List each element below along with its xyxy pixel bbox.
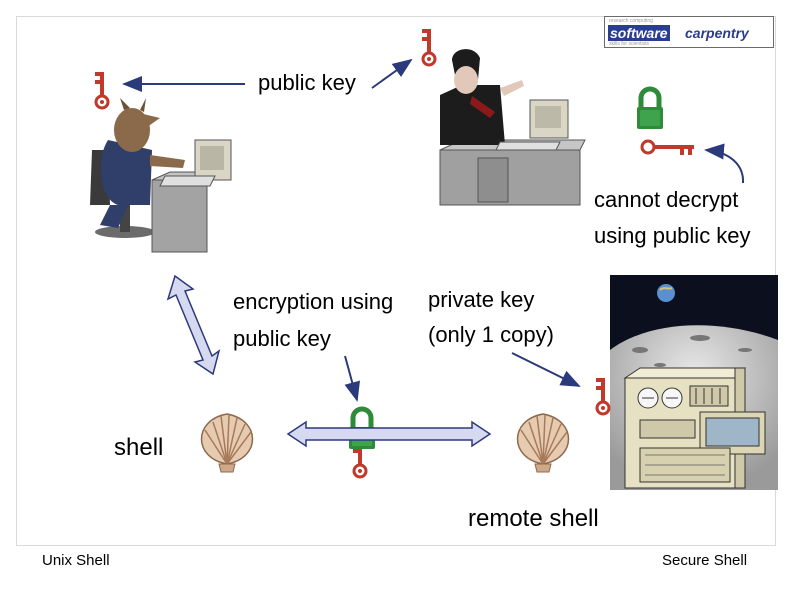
arrow-private-key xyxy=(511,352,581,387)
label-remote-shell: remote shell xyxy=(468,505,599,532)
vampire-user xyxy=(439,49,586,206)
label-cannot-decrypt-2: using public key xyxy=(594,223,751,248)
footer-left: Unix Shell xyxy=(42,552,110,569)
shell-icon xyxy=(200,413,254,473)
key-icon xyxy=(420,27,437,67)
logo-brand-software: software xyxy=(608,25,670,41)
label-private-key-1: private key xyxy=(428,287,535,312)
label-private-key-2: (only 1 copy) xyxy=(428,322,554,347)
shell-icon xyxy=(516,413,570,473)
label-shell: shell xyxy=(114,434,164,461)
server-computer xyxy=(610,275,778,490)
logo-tagline-bottom: skills for scientists xyxy=(609,41,650,47)
key-icon xyxy=(93,70,110,110)
label-cannot-decrypt-1: cannot decrypt xyxy=(594,187,739,212)
label-public-key: public key xyxy=(258,70,356,95)
logo-tagline-top: research computing xyxy=(609,18,653,24)
key-icon xyxy=(640,139,694,155)
lock-icon xyxy=(637,89,663,129)
arrow-cannot-decrypt xyxy=(704,143,745,184)
key-icon xyxy=(594,376,611,416)
logo-brand-carpentry: carpentry xyxy=(685,25,749,41)
footer-right: Secure Shell xyxy=(662,552,748,569)
double-arrow-connection xyxy=(166,274,221,376)
software-carpentry-logo: research computing software carpentry sk… xyxy=(604,16,774,48)
double-arrow-shells xyxy=(286,420,492,448)
label-encryption-2: public key xyxy=(233,326,331,351)
werewolf-user xyxy=(90,98,232,253)
arrow-public-key-right xyxy=(371,58,413,89)
arrow-encryption xyxy=(344,355,360,402)
label-encryption-1: encryption using xyxy=(233,289,394,314)
